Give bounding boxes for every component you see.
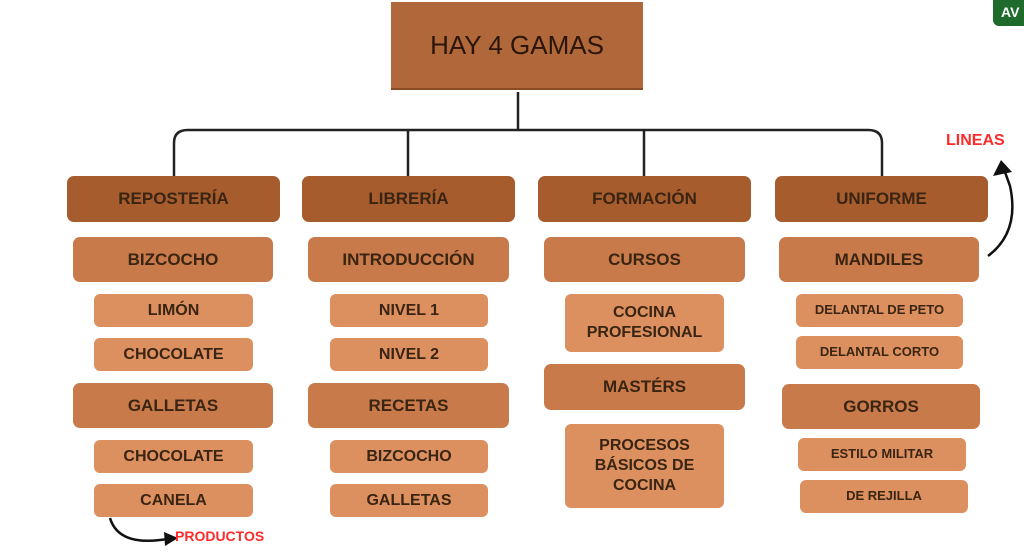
producto-canela: CANELA [94,484,253,517]
linea-gorros: GORROS [782,384,980,429]
producto-nivel-2: NIVEL 2 [330,338,488,371]
linea-galletas: GALLETAS [73,383,273,428]
linea-recetas: RECETAS [308,383,509,428]
lineas-arrow [987,163,1014,257]
linea-masters: MASTÉRS [544,364,745,410]
linea-mandiles: MANDILES [779,237,979,282]
producto-nivel-1: NIVEL 1 [330,294,488,327]
producto-galletas: GALLETAS [330,484,488,517]
producto-cocina-profesional: COCINA PROFESIONAL [565,294,724,352]
linea-introduccion: INTRODUCCIÓN [308,237,509,282]
producto-de-rejilla: DE REJILLA [800,480,968,513]
root-title: HAY 4 GAMAS [391,2,643,90]
corner-badge: AV [993,0,1024,26]
annotation-lineas: LINEAS [946,132,1005,149]
producto-chocolate: CHOCOLATE [94,338,253,371]
linea-bizcocho: BIZCOCHO [73,237,273,282]
producto-limon: LIMÓN [94,294,253,327]
producto-procesos-basicos: PROCESOS BÁSICOS DE COCINA [565,424,724,508]
productos-arrow [108,517,169,542]
producto-chocolate: CHOCOLATE [94,440,253,473]
producto-delantal-de-peto: DELANTAL DE PETO [796,294,963,327]
gama-formacion: FORMACIÓN [538,176,751,222]
linea-cursos: CURSOS [544,237,745,282]
gama-uniforme: UNIFORME [775,176,988,222]
producto-estilo-militar: ESTILO MILITAR [798,438,966,471]
annotation-productos: PRODUCTOS [175,528,265,544]
producto-delantal-corto: DELANTAL CORTO [796,336,963,369]
gama-reposteria: REPOSTERÍA [67,176,280,222]
gama-libreria: LIBRERÍA [302,176,515,222]
producto-bizcocho: BIZCOCHO [330,440,488,473]
